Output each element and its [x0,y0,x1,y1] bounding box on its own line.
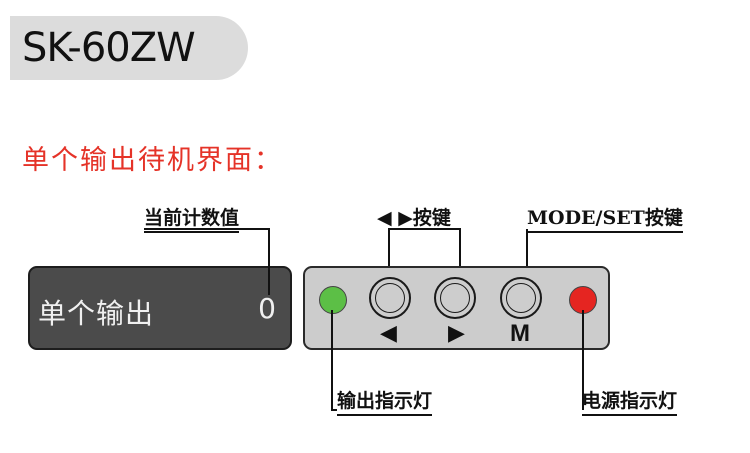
right-arrow-button[interactable] [434,277,476,319]
triangle-right-icon: ▶ [448,321,465,346]
leader-arrow-keys [388,228,461,266]
left-arrow-button[interactable] [369,277,411,319]
leader-current-count [144,228,270,295]
display-panel: 单个输出 0 [28,266,292,350]
display-mode-label: 单个输出 [38,297,155,330]
power-indicator-led [569,286,597,314]
leader-output-indicator [331,310,337,411]
model-badge: SK-60ZW [10,16,248,80]
mode-set-button[interactable] [500,277,542,319]
arrow-keys-label: ◀ ▶按键 [377,207,451,229]
display-count-value: 0 [258,292,276,325]
section-title: 单个输出待机界面： [22,145,283,176]
keypad-panel: ◀ ▶ M [303,266,610,350]
current-count-label: 当前计数值 [144,203,240,233]
output-indicator-label: 输出指示灯 [337,386,433,416]
mode-mark: M [510,320,530,347]
mode-set-key-label: MODE/SET按键 [527,203,683,233]
model-name: SK-60ZW [22,25,196,71]
output-indicator-led [319,286,347,314]
triangle-left-icon: ◀ [380,321,397,346]
power-indicator-label: 电源指示灯 [582,386,678,416]
